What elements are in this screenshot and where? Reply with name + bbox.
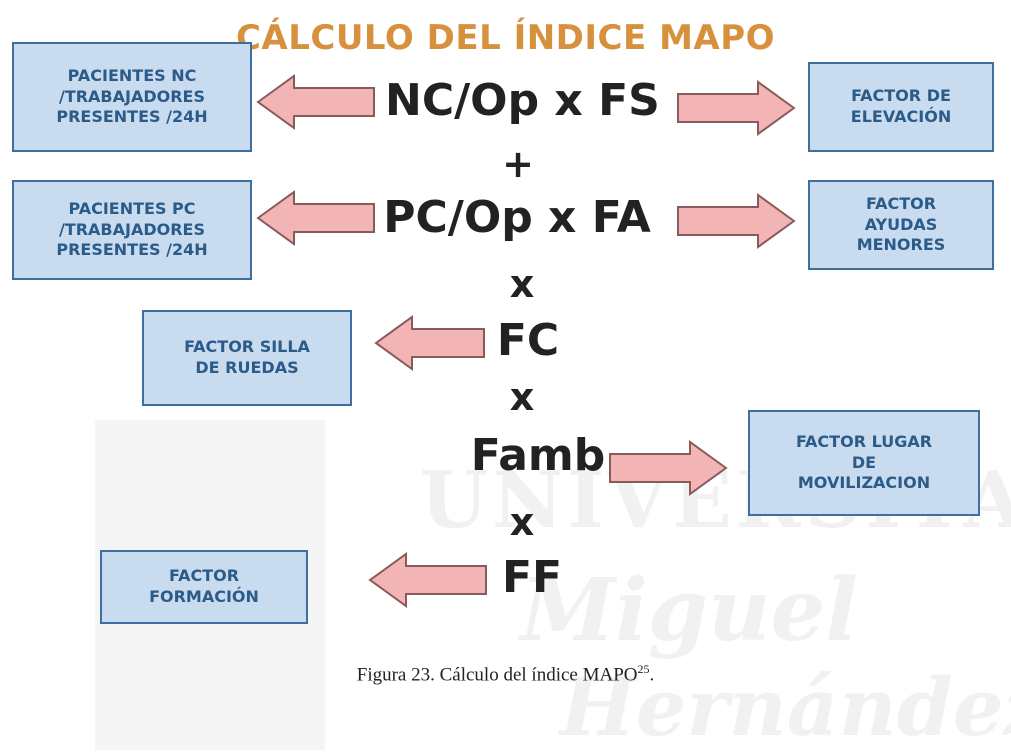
- box-factor-formacion: FACTOR FORMACIÓN: [100, 550, 308, 624]
- caption-text: Figura 23. Cálculo del índice MAPO: [356, 664, 638, 686]
- term-ff: FF: [501, 552, 563, 603]
- arrow-left-nc-icon: [256, 74, 375, 130]
- caption-reference: 25: [637, 662, 650, 676]
- caption-end: .: [649, 664, 655, 686]
- box-factor-elevacion: FACTOR DE ELEVACIÓN: [808, 62, 994, 152]
- arrow-left-fc-icon: [374, 315, 485, 371]
- term-fc: FC: [496, 315, 560, 366]
- box-factor-lugar-movilizacion: FACTOR LUGAR DE MOVILIZACION: [748, 410, 980, 516]
- term-pc-op-fa: PC/Op x FA: [383, 192, 651, 243]
- operator-times-3: x: [509, 500, 535, 544]
- operator-times-2: x: [509, 375, 535, 419]
- term-famb: Famb: [470, 430, 606, 481]
- operator-times-1: x: [509, 262, 535, 306]
- arrow-left-ff-icon: [368, 552, 487, 608]
- operator-plus: +: [502, 142, 534, 186]
- box-factor-ayudas-menores: FACTOR AYUDAS MENORES: [808, 180, 994, 270]
- arrow-left-pc-icon: [256, 190, 375, 246]
- box-pacientes-pc: PACIENTES PC /TRABAJADORES PRESENTES /24…: [12, 180, 252, 280]
- arrow-right-famb-icon: [609, 440, 728, 496]
- figure-caption: Figura 23. Cálculo del índice MAPO25.: [0, 662, 1011, 686]
- box-pacientes-nc: PACIENTES NC /TRABAJADORES PRESENTES /24…: [12, 42, 252, 152]
- arrow-right-fa-icon: [677, 193, 796, 249]
- box-factor-silla-ruedas: FACTOR SILLA DE RUEDAS: [142, 310, 352, 406]
- arrow-right-fs-icon: [677, 80, 796, 136]
- term-nc-op-fs: NC/Op x FS: [385, 75, 660, 126]
- diagram-title: CÁLCULO DEL ÍNDICE MAPO: [235, 18, 776, 58]
